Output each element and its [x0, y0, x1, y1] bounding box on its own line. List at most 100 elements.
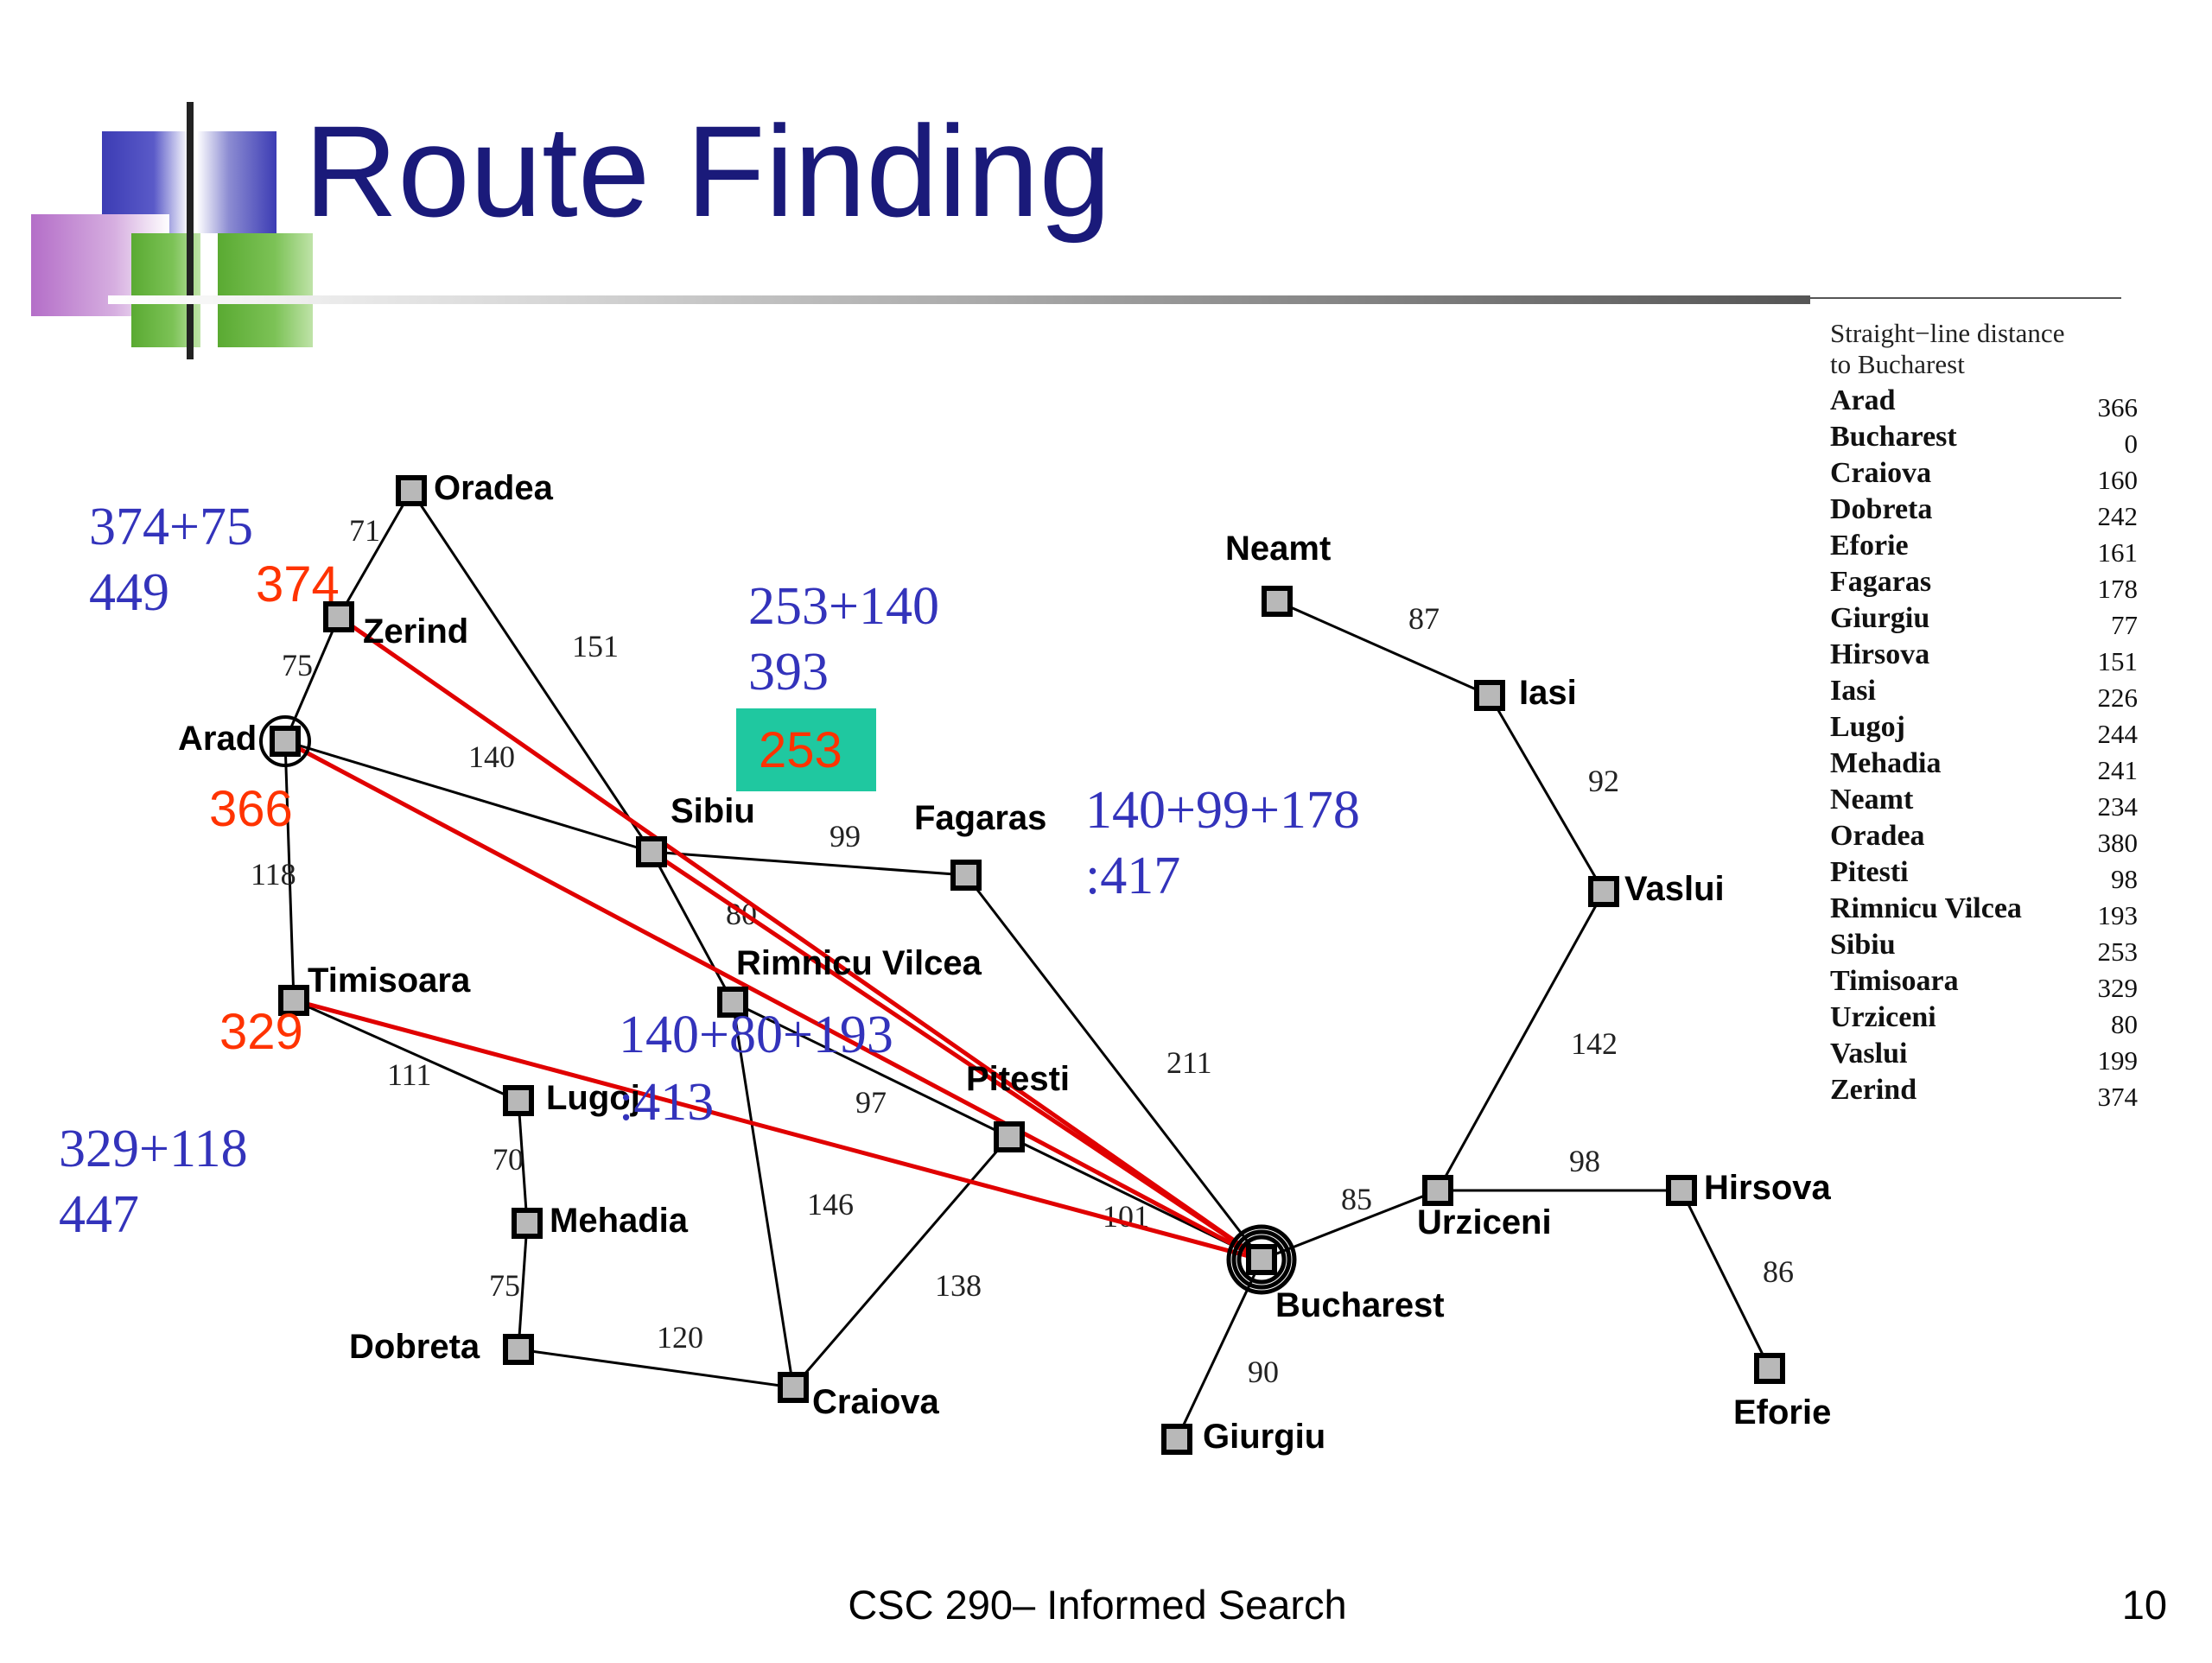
legend-city: Iasi [1830, 675, 1876, 707]
heuristic-line-sibiu [650, 849, 1263, 1262]
arad-heuristic-annotation: 366 [209, 781, 293, 837]
zerind-heuristic-annotation: 374 [256, 556, 340, 613]
legend-city: Urziceni [1830, 1001, 1936, 1033]
road-mehadia-dobreta [517, 1222, 529, 1350]
road-distance-label: 71 [349, 513, 380, 548]
road-distance-label: 138 [935, 1268, 982, 1303]
legend-title-line1: Straight−line distance [1830, 318, 2064, 348]
city-node-sibiu [636, 836, 667, 867]
legend-city: Oradea [1830, 820, 1925, 852]
road-distance-label: 98 [1569, 1144, 1600, 1178]
road-arad-timisoara [283, 740, 296, 1001]
deco-vertical-bar [187, 102, 194, 359]
legend-distance: 199 [2098, 1045, 2139, 1076]
city-label-fagaras: Fagaras [914, 799, 1046, 837]
road-hirsova-eforie [1680, 1190, 1771, 1369]
timisoara-heuristic-annotation: 329 [219, 1004, 303, 1060]
road-urziceni-vaslui [1436, 891, 1605, 1191]
city-node-bucharest [1246, 1244, 1277, 1275]
road-distance-label: 90 [1248, 1355, 1279, 1389]
road-timisoara-lugoj [293, 999, 519, 1102]
city-label-timisoara: Timisoara [308, 962, 471, 1000]
city-label-urziceni: Urziceni [1417, 1203, 1552, 1241]
slide-title: Route Finding [304, 98, 1111, 244]
city-node-vaslui [1588, 876, 1619, 907]
road-fagaras-bucharest [964, 874, 1263, 1260]
road-distance-labels: 7175151140118998011170751209714613821110… [251, 513, 1794, 1389]
city-label-bucharest: Bucharest [1275, 1286, 1445, 1324]
legend-distance: 160 [2098, 465, 2139, 495]
legend-city: Bucharest [1830, 421, 1957, 453]
legend-city: Eforie [1830, 530, 1909, 562]
road-distance-label: 70 [493, 1142, 524, 1177]
legend-distance: 226 [2098, 682, 2139, 713]
legend-city: Fagaras [1830, 566, 1931, 598]
legend-city: Pitesti [1830, 856, 1909, 888]
city-node-oradea [396, 475, 427, 506]
legend-distance: 242 [2098, 501, 2139, 531]
fagaras-total-annotation: :417 [1085, 847, 1180, 905]
legend-distance: 374 [2098, 1082, 2139, 1112]
legend-distance: 253 [2098, 936, 2139, 967]
legend-city: Giurgiu [1830, 602, 1929, 634]
city-label-sibiu: Sibiu [671, 792, 755, 830]
legend-city: Sibiu [1830, 929, 1896, 961]
timisoara-sum-annotation: 329+118 [59, 1120, 248, 1178]
city-label-eforie: Eforie [1733, 1393, 1831, 1431]
road-distance-label: 142 [1571, 1026, 1618, 1061]
legend-distance: 161 [2098, 537, 2139, 568]
city-label-oradea: Oradea [434, 469, 554, 507]
city-node-arad [270, 726, 301, 757]
city-label-zerind: Zerind [363, 613, 468, 651]
city-label-craiova: Craiova [812, 1383, 939, 1421]
legend-city: Neamt [1830, 784, 1914, 816]
legend-city: Vaslui [1830, 1038, 1907, 1070]
legend-city: Rimnicu Vilcea [1830, 892, 2022, 924]
timisoara-total-annotation: 447 [59, 1185, 139, 1244]
city-node-giurgiu [1161, 1424, 1192, 1455]
sibiu-total-annotation: 393 [748, 643, 829, 701]
road-distance-label: 75 [489, 1268, 520, 1303]
legend-distance: 193 [2098, 900, 2139, 930]
legend-distance: 178 [2098, 574, 2139, 604]
legend-city: Timisoara [1830, 965, 1959, 997]
legend-city: Hirsova [1830, 638, 1929, 670]
sibiu-heuristic-highlight: 253 [759, 722, 842, 778]
city-label-iasi: Iasi [1519, 674, 1577, 712]
city-node-mehadia [512, 1208, 543, 1239]
city-nodes [259, 475, 1785, 1455]
rimnicu-sum-annotation: 140+80+193 [619, 1006, 893, 1064]
city-label-vaslui: Vaslui [1624, 870, 1725, 908]
city-node-iasi [1474, 680, 1505, 711]
legend-distance: 234 [2098, 791, 2139, 822]
deco-green-square-right [218, 233, 313, 347]
road-iasi-neamt [1276, 600, 1491, 697]
sibiu-sum-annotation: 253+140 [748, 577, 939, 636]
zerind-sum-annotation: 374+75 [89, 498, 253, 556]
road-network [283, 490, 1771, 1440]
legend-city: Mehadia [1830, 747, 1941, 779]
road-distance-label: 151 [572, 629, 619, 663]
city-label-rimnicu: Rimnicu Vilcea [736, 944, 982, 982]
city-node-dobreta [503, 1334, 534, 1365]
legend-title-line2: to Bucharest [1830, 349, 1965, 379]
city-label-neamt: Neamt [1225, 530, 1331, 568]
start-marker-circle [259, 715, 311, 767]
road-distance-label: 140 [468, 739, 515, 774]
road-distance-label: 97 [855, 1085, 887, 1120]
city-label-arad: Arad [178, 720, 257, 758]
road-distance-label: 86 [1763, 1254, 1794, 1289]
city-label-dobreta: Dobreta [349, 1328, 480, 1366]
road-vaslui-iasi [1488, 695, 1605, 892]
legend-distance: 329 [2098, 973, 2139, 1003]
road-distance-label: 75 [282, 648, 313, 682]
goal-marker-ring [1226, 1224, 1297, 1295]
road-distance-label: 87 [1408, 601, 1440, 636]
road-distance-label: 99 [830, 819, 861, 854]
legend-distance: 380 [2098, 828, 2139, 858]
city-node-neamt [1262, 586, 1293, 617]
road-distance-label: 146 [807, 1187, 854, 1222]
